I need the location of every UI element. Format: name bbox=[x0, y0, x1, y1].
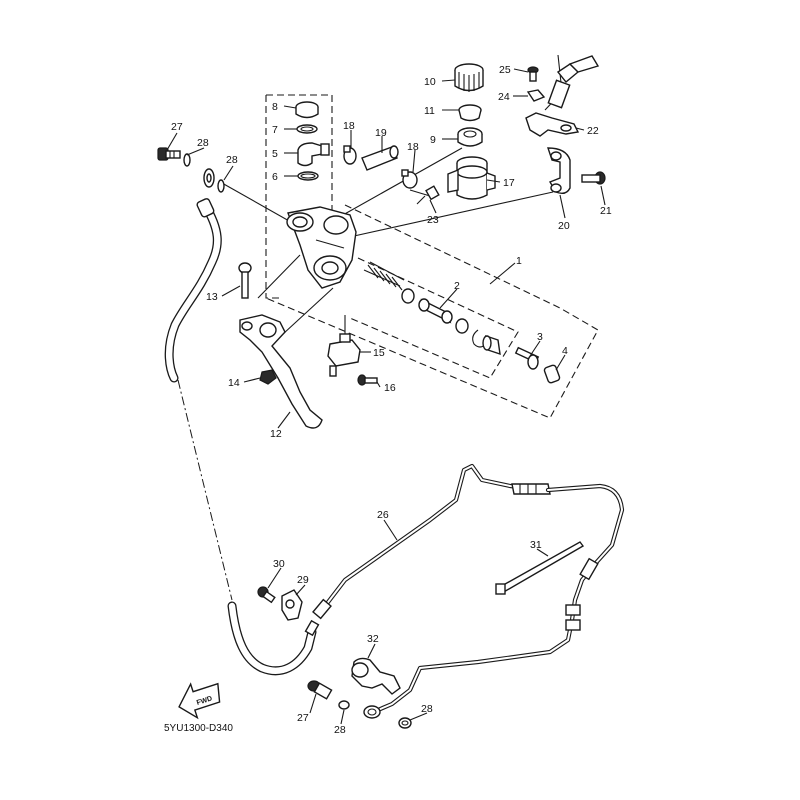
callout-9: 9 bbox=[430, 134, 436, 146]
cap-8 bbox=[295, 101, 319, 119]
clutch-hose-lower bbox=[375, 483, 625, 713]
piston-2 bbox=[418, 298, 453, 324]
hose-clamp-18b bbox=[401, 169, 418, 189]
bracket-22 bbox=[525, 112, 580, 137]
reservoir-tank-17 bbox=[447, 156, 496, 200]
callout-13: 13 bbox=[206, 291, 218, 303]
diaphragm-9 bbox=[457, 127, 483, 147]
reservoir-cap-10 bbox=[454, 63, 484, 92]
callout-29: 29 bbox=[297, 574, 309, 586]
callout-25: 25 bbox=[499, 64, 511, 76]
callout-28-bottom-2: 28 bbox=[421, 703, 433, 715]
callout-16: 16 bbox=[384, 382, 396, 394]
piston-cup bbox=[401, 288, 415, 304]
callout-28-top-2: 28 bbox=[226, 154, 238, 166]
callout-15: 15 bbox=[373, 347, 385, 359]
callout-17: 17 bbox=[503, 177, 515, 189]
copper-washer-top-1 bbox=[183, 153, 191, 167]
callout-28-bottom-1: 28 bbox=[334, 724, 346, 736]
callout-labels: 1 2 3 4 5 6 7 8 9 10 11 12 13 14 15 16 1… bbox=[171, 64, 612, 736]
lever-bolt-13 bbox=[238, 262, 252, 299]
cable-tie-31 bbox=[495, 541, 585, 595]
callout-19: 19 bbox=[375, 127, 387, 139]
diaphragm-plate-11 bbox=[458, 104, 482, 122]
o-ring-6 bbox=[297, 171, 319, 181]
callout-8: 8 bbox=[272, 101, 278, 113]
callout-28-top-1: 28 bbox=[197, 137, 209, 149]
nut-14 bbox=[259, 369, 277, 385]
callout-22: 22 bbox=[587, 125, 599, 137]
banjo-fitting-bottom bbox=[363, 705, 381, 719]
copper-washer-bottom-1 bbox=[338, 700, 350, 710]
callout-20: 20 bbox=[558, 220, 570, 232]
callout-18-lower: 18 bbox=[407, 141, 419, 153]
clutch-hose-26 bbox=[227, 463, 551, 676]
fwd-label: FWD bbox=[196, 695, 213, 707]
callout-2: 2 bbox=[454, 280, 460, 292]
callout-14: 14 bbox=[228, 377, 240, 389]
bolt-21 bbox=[581, 171, 606, 185]
master-cylinder-body bbox=[286, 206, 357, 289]
copper-washer-bottom-2 bbox=[398, 717, 412, 729]
copper-washer-top-2 bbox=[203, 168, 215, 188]
hose-holder-32 bbox=[351, 657, 401, 695]
handlebar-switch bbox=[547, 55, 600, 109]
callout-12: 12 bbox=[270, 428, 282, 440]
callout-23: 23 bbox=[427, 214, 439, 226]
callout-26: 26 bbox=[377, 509, 389, 521]
hose-guide-29 bbox=[281, 589, 303, 621]
circlip-7 bbox=[296, 124, 318, 134]
push-rod-3 bbox=[514, 346, 540, 370]
reservoir-hose-19 bbox=[361, 145, 399, 171]
callout-1: 1 bbox=[516, 255, 522, 267]
copper-washer-top-3 bbox=[217, 179, 225, 193]
dust-seal bbox=[482, 334, 501, 356]
callout-32: 32 bbox=[367, 633, 379, 645]
callout-31: 31 bbox=[530, 539, 542, 551]
callout-5: 5 bbox=[272, 148, 278, 160]
callout-30: 30 bbox=[273, 558, 285, 570]
assembly-boundary bbox=[265, 94, 599, 419]
callout-4: 4 bbox=[562, 345, 568, 357]
screw-16 bbox=[357, 374, 378, 386]
callout-11: 11 bbox=[424, 105, 435, 117]
callout-7: 7 bbox=[272, 124, 278, 136]
holder-clamp-20 bbox=[547, 147, 571, 195]
leader-lines bbox=[177, 54, 563, 601]
callout-27-bottom: 27 bbox=[297, 712, 309, 724]
callout-leaders bbox=[166, 68, 606, 725]
screw-23 bbox=[416, 185, 440, 205]
bolt-30 bbox=[257, 586, 276, 604]
piston-seal bbox=[455, 318, 469, 334]
union-bolt-bottom bbox=[307, 680, 333, 700]
callout-21: 21 bbox=[600, 205, 612, 217]
circlip-2 bbox=[472, 329, 487, 348]
callout-6: 6 bbox=[272, 171, 278, 183]
union-bolt-top bbox=[157, 147, 181, 161]
elbow-fitting-5 bbox=[297, 142, 330, 167]
callout-24: 24 bbox=[498, 91, 510, 103]
lever-12 bbox=[239, 314, 323, 429]
callout-10: 10 bbox=[424, 76, 436, 88]
reservoir-hose bbox=[164, 198, 222, 383]
callout-18-upper: 18 bbox=[343, 120, 355, 132]
callout-3: 3 bbox=[537, 331, 543, 343]
clutch-switch-15 bbox=[327, 333, 361, 377]
nut-24 bbox=[526, 89, 546, 102]
spring bbox=[363, 261, 405, 291]
hose-clamp-18a bbox=[343, 145, 357, 165]
forward-direction-arrow: FWD bbox=[178, 682, 221, 720]
callout-27-top: 27 bbox=[171, 121, 183, 133]
drawing-code: 5YU1300-D340 bbox=[164, 723, 233, 734]
bolt-25 bbox=[527, 66, 539, 82]
